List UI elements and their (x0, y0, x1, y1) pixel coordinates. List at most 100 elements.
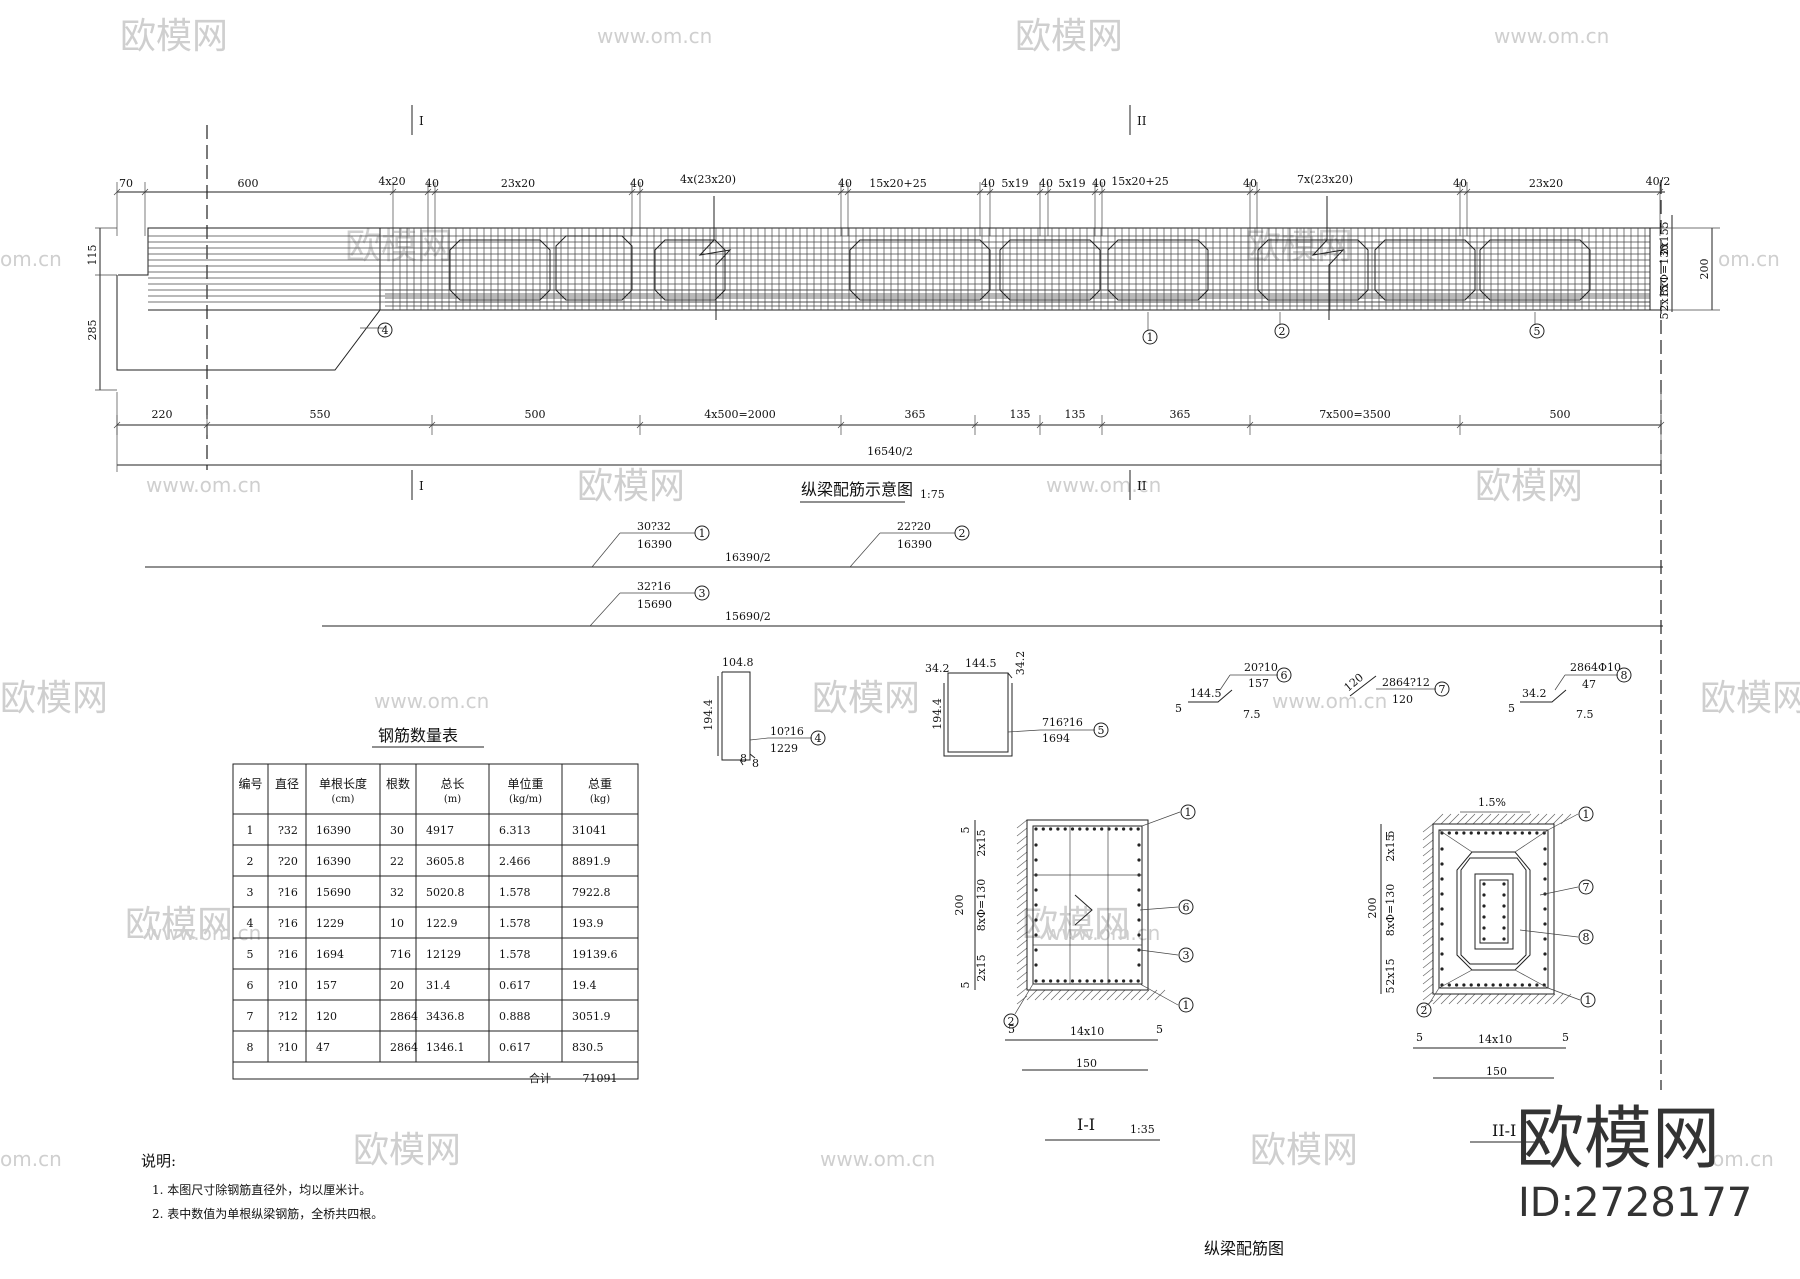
table-cell: ?32 (278, 824, 298, 837)
top-dim-label: 70 (119, 177, 133, 190)
drawing-title: 纵梁配筋图 (1204, 1239, 1284, 1258)
table-header: 编号 (238, 776, 262, 791)
table-cell: 4917 (426, 824, 454, 837)
elevation-scale: 1:75 (920, 488, 945, 501)
top-dim-label: 40 (1453, 177, 1467, 190)
sec1-callout-2: 2 (1008, 1015, 1015, 1028)
sec2-dim-8: 14x10 (1478, 1033, 1512, 1046)
bar2-spec: 22?20 (897, 520, 931, 533)
table-cell: ?16 (278, 917, 298, 930)
table-cell: 7922.8 (572, 886, 611, 899)
watermark-logo: 欧模网 (345, 226, 453, 267)
bar3-half: 15690/2 (725, 610, 771, 623)
shape6-no: 6 (1281, 669, 1288, 682)
shape5-spec: 716?16 (1042, 716, 1083, 729)
table-cell: 32 (390, 886, 404, 899)
top-dim-label: 40 (1092, 177, 1106, 190)
shape8-len: 47 (1582, 678, 1596, 691)
shape8-dim-b: 5 (1508, 702, 1515, 715)
right-dim-4: 2x15 (1658, 284, 1671, 311)
sec1-dim-6: 200 (953, 895, 966, 916)
bar1-len: 16390 (637, 538, 672, 551)
top-dim-label: 40/2 (1646, 175, 1671, 188)
watermark-url: om.cn (0, 1147, 62, 1171)
table-cell: 30 (390, 824, 404, 837)
table-cell: 3 (247, 886, 254, 899)
shape5-dim-a: 34.2 (925, 662, 950, 675)
right-dim-2: 2x15 (1658, 228, 1671, 255)
section-mark-bottom-1: I (419, 479, 424, 493)
table-cell: 2864 (390, 1041, 418, 1054)
top-dim-label: 40 (981, 177, 995, 190)
right-dim-1: 5 (1658, 222, 1671, 229)
sec2-dim-5: 5 (1384, 987, 1397, 994)
table-cell: 7 (247, 1010, 254, 1023)
table-cell: 31.4 (426, 979, 451, 992)
elev-callout-4: 4 (382, 324, 389, 337)
bar-shapes: 104.8 194.4 8 8 10?16 1229 4 34.2 144.5 … (702, 651, 1632, 770)
section-mark-top-2: II (1137, 114, 1147, 128)
table-cell: ?16 (278, 948, 298, 961)
table-cell: 1.578 (499, 917, 531, 930)
bottom-dim-label: 7x500=3500 (1319, 408, 1390, 421)
sec1-callout-1b: 1 (1183, 999, 1190, 1012)
table-cell: 5020.8 (426, 886, 465, 899)
top-dim-label: 23x20 (501, 177, 535, 190)
sec1-scale: 1:35 (1130, 1123, 1155, 1136)
bottom-dim-label: 365 (1170, 408, 1191, 421)
table-cell: 19.4 (572, 979, 597, 992)
shape7-no: 7 (1439, 683, 1446, 696)
bar1-half: 16390/2 (725, 551, 771, 564)
top-dim-label: 15x20+25 (1111, 175, 1168, 188)
watermark-url: om.cn (0, 247, 62, 271)
table-cell: ?10 (278, 1041, 298, 1054)
shape8-dim-c: 7.5 (1576, 708, 1594, 721)
table-header-unit: (m) (444, 794, 461, 805)
top-dim-label: 40 (630, 177, 644, 190)
notes: 说明: 1. 本图尺寸除钢筋直径外，均以厘米计。 2. 表中数值为单根纵梁钢筋，… (141, 1152, 383, 1221)
top-dim-label: 5x19 (1058, 177, 1085, 190)
bar3-spec: 32?16 (637, 580, 671, 593)
top-dim-label: 23x20 (1529, 177, 1563, 190)
sec2-callout-1: 1 (1583, 808, 1590, 821)
watermark-url: www.om.cn (1045, 921, 1160, 945)
watermark-logo: 欧模网 (120, 16, 228, 57)
table-cell: 2864 (390, 1010, 418, 1023)
sec1-dim-4: 2x15 (975, 954, 988, 981)
table-cell: 1.578 (499, 948, 531, 961)
top-dim-label: 40 (1039, 177, 1053, 190)
shape4-spec: 10?16 (770, 725, 804, 738)
bottom-dim-label: 135 (1010, 408, 1031, 421)
table-cell: 830.5 (572, 1041, 604, 1054)
sec2-dim-4: 2x15 (1384, 958, 1397, 985)
table-header: 总长 (440, 777, 464, 791)
sec1-dim-8: 14x10 (1070, 1025, 1104, 1038)
shape8-spec: 2864Φ10 (1570, 661, 1621, 674)
sec2-callout-7: 7 (1583, 881, 1590, 894)
elevation-title: 纵梁配筋示意图 (801, 480, 913, 499)
shape7-len: 120 (1392, 693, 1413, 706)
left-dim-2: 285 (86, 320, 99, 341)
top-dim-label: 40 (425, 177, 439, 190)
sec2-dim-3: 8xΦ=130 (1384, 884, 1397, 936)
shape5-dim-b: 34.2 (1014, 651, 1027, 676)
watermark-logo: 欧模网 (125, 904, 233, 945)
table-title: 钢筋数量表 (378, 726, 458, 745)
sec1-dim-9: 5 (1156, 1023, 1163, 1036)
table-header-unit: (kg) (590, 794, 610, 805)
sec2-callout-1b: 1 (1585, 994, 1592, 1007)
watermark-url: www.om.cn (597, 24, 712, 48)
watermark-url: www.om.cn (146, 473, 261, 497)
sec2-slope: 1.5% (1478, 796, 1506, 809)
shape7-spec: 2864?12 (1382, 676, 1430, 689)
table-header-unit: (cm) (332, 794, 355, 805)
notes-title: 说明: (141, 1152, 176, 1170)
table-cell: 2 (247, 855, 254, 868)
note-1: 1. 本图尺寸除钢筋直径外，均以厘米计。 (152, 1182, 371, 1197)
elev-callout-1: 1 (1147, 331, 1154, 344)
section-mark-bottom-2: II (1137, 479, 1147, 493)
bottom-dim-label: 135 (1065, 408, 1086, 421)
top-dim-label: 40 (838, 177, 852, 190)
sec2-dim-2: 2x15 (1384, 834, 1397, 861)
total-length: 16540/2 (867, 445, 913, 458)
